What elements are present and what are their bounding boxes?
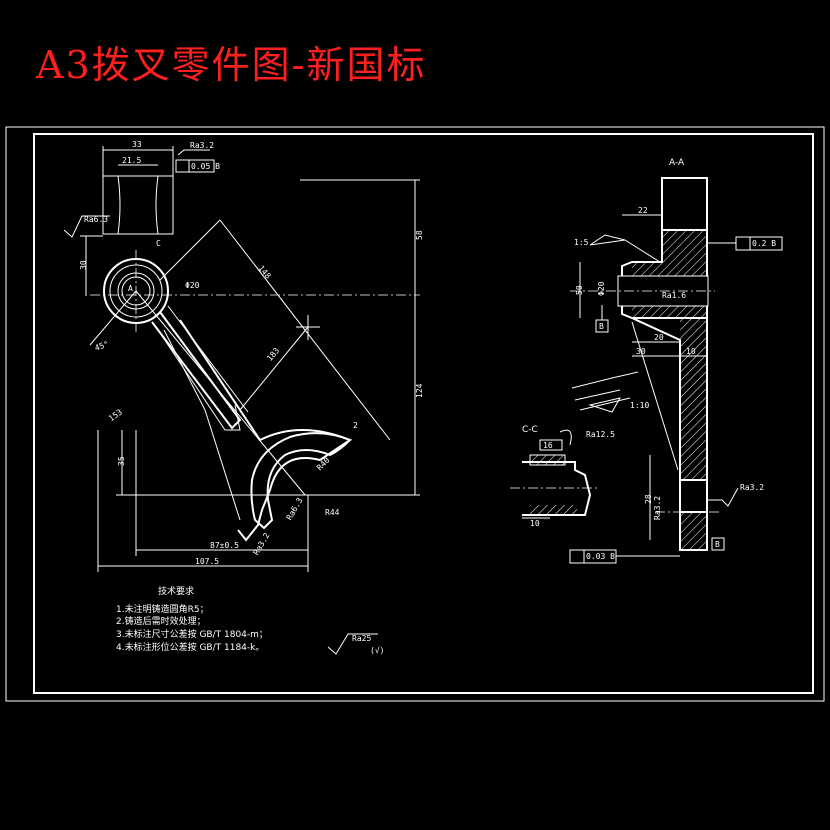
roughness-general: Ra25 <box>352 634 371 643</box>
dim-148: 148 <box>256 264 272 281</box>
main-view: 33 21.5 0.05 B Ra3.2 Ra6.3 30 A C Φ20 <box>63 140 424 572</box>
dim-35: 35 <box>117 456 126 466</box>
note-4: 4.未标注形位公差按 GB/T 1184-k。 <box>116 641 264 653</box>
parallelism-value: 0.03 B <box>586 552 615 561</box>
roughness-ra3-2-stem: Ra3.2 <box>740 483 764 492</box>
roughness-ra3-2-top: Ra3.2 <box>190 141 214 150</box>
dim-183: 183 <box>265 346 281 363</box>
dim-28: 28 <box>644 494 653 504</box>
section-c-c-label: C-C <box>522 425 538 435</box>
general-roughness: Ra25 (√) <box>327 633 384 655</box>
dim-50: 50 <box>575 285 584 295</box>
dim-87: 87±0.5 <box>210 541 239 550</box>
note-1: 1.未注明铸造圆角R5； <box>116 603 209 615</box>
note-3: 3.未标注尺寸公差按 GB/T 1804-m； <box>116 628 268 640</box>
roughness-ra1-6: Ra1.6 <box>662 291 686 300</box>
roughness-ra3-2-hook: Ra3.2 <box>252 531 272 557</box>
dim-phi20: Φ20 <box>185 281 200 290</box>
section-a-a-label: A-A <box>669 158 685 168</box>
ratio-1-10: 1:10 <box>630 401 649 410</box>
datum-b-upper: B <box>599 322 604 331</box>
dim-phi20-section: Φ20 <box>597 281 606 296</box>
dim-45-deg: 45° <box>93 339 110 352</box>
dim-10: 10 <box>686 347 696 356</box>
roughness-general-paren: (√) <box>370 646 384 655</box>
roughness-ra6-3-left: Ra6.3 <box>84 215 108 224</box>
roughness-ra3-2-foot: Ra3.2 <box>653 496 662 520</box>
drawing-title: A3拨叉零件图-新国标 <box>36 43 427 87</box>
perpendicularity-value: 0.2 B <box>752 239 776 248</box>
datum-c-label: C <box>156 239 161 248</box>
outer-frame <box>5 126 825 702</box>
technical-notes: 技术要求 1.未注明铸造圆角R5； 2.铸造后需时效处理； 3.未标注尺寸公差按… <box>116 585 268 653</box>
note-2: 2.铸造后需时效处理； <box>116 615 206 627</box>
dim-10-cc: 10 <box>530 519 540 528</box>
section-c-c: C-C Ra12.5 16 10 <box>510 425 615 528</box>
dim-r40: R40 <box>315 456 332 473</box>
notes-heading: 技术要求 <box>158 585 194 597</box>
dim-124: 124 <box>415 383 424 398</box>
datum-a-label: A <box>128 284 133 293</box>
dim-58: 58 <box>415 230 424 240</box>
flatness-value: 0.05 B <box>191 162 220 171</box>
dim-22: 22 <box>638 206 648 215</box>
dim-153: 153 <box>107 407 124 423</box>
dim-30: 30 <box>79 260 88 270</box>
dim-r44: R44 <box>325 508 340 517</box>
dim-30-section: 30 <box>636 347 646 356</box>
dim-107-5: 107.5 <box>195 557 219 566</box>
dim-2: 2 <box>353 421 358 430</box>
dim-20: 20 <box>654 333 664 342</box>
dim-21-5: 21.5 <box>122 156 141 165</box>
roughness-ra6-3-hook: Ra6.3 <box>285 496 305 522</box>
datum-b-lower: B <box>715 540 720 549</box>
section-a-a: A-A 22 50 Φ20 20 30 10 28 B <box>569 158 783 564</box>
inner-frame <box>33 133 814 694</box>
roughness-ra12-5: Ra12.5 <box>586 430 615 439</box>
ratio-1-5: 1:5 <box>574 238 589 247</box>
dim-16: 16 <box>543 441 553 450</box>
dim-33: 33 <box>132 140 142 149</box>
